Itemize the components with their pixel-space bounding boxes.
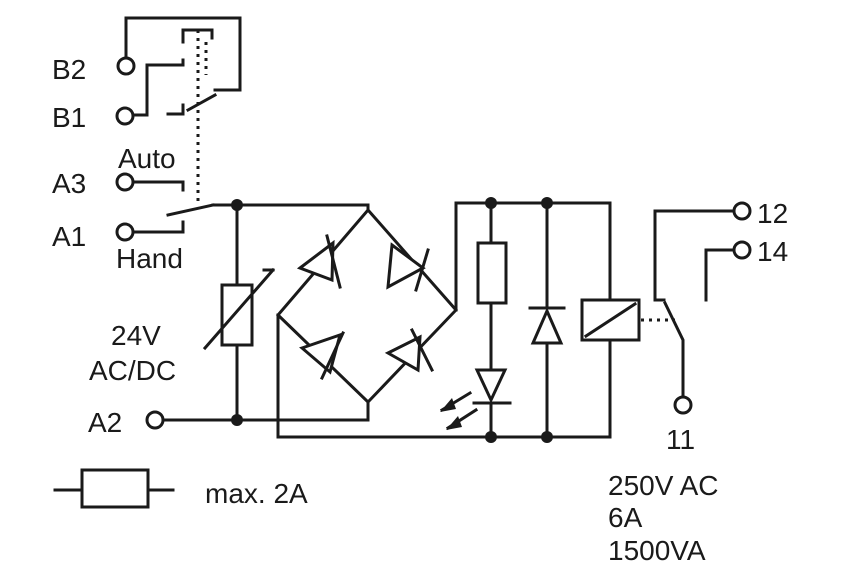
terminal-label-a1: A1 — [52, 221, 86, 252]
terminal-b2 — [116, 56, 136, 76]
contact-current-rating: 6A — [608, 502, 643, 533]
fuse-rating-label: max. 2A — [205, 478, 308, 509]
bridge-rectifier — [275, 207, 459, 405]
relay-coil — [580, 298, 675, 342]
contact-power-rating: 1500VA — [608, 535, 706, 566]
terminal-label-12: 12 — [757, 198, 788, 229]
led-indicator — [439, 241, 512, 431]
auto-hand-switch — [124, 16, 242, 234]
terminal-b1 — [115, 106, 135, 126]
switch-label-hand: Hand — [116, 243, 183, 274]
terminal-label-11: 11 — [666, 424, 695, 455]
flyback-diode — [528, 306, 566, 345]
changeover-contact — [653, 209, 735, 399]
terminal-label-a2: A2 — [88, 407, 122, 438]
junction-dot — [541, 197, 553, 209]
supply-voltage-label: 24V — [111, 320, 161, 351]
junction-dot — [541, 431, 553, 443]
contact-voltage-rating: 250V AC — [608, 470, 719, 501]
terminal-11 — [673, 395, 693, 415]
terminal-14 — [732, 240, 752, 260]
junction-dot — [485, 431, 497, 443]
fuse-symbol — [53, 468, 175, 509]
terminal-label-b1: B1 — [52, 102, 86, 133]
terminal-a1 — [115, 222, 135, 242]
supply-type-label: AC/DC — [89, 355, 176, 386]
junction-dot — [485, 197, 497, 209]
main-wiring — [160, 201, 612, 439]
varistor — [202, 267, 276, 351]
switch-label-auto: Auto — [118, 143, 176, 174]
terminal-label-14: 14 — [757, 236, 788, 267]
junction-dot — [231, 414, 243, 426]
junction-dot — [231, 199, 243, 211]
terminal-a3 — [115, 172, 135, 192]
terminal-label-b2: B2 — [52, 54, 86, 85]
terminal-12 — [732, 201, 752, 221]
terminal-a2 — [145, 410, 165, 430]
terminal-label-a3: A3 — [52, 168, 86, 199]
